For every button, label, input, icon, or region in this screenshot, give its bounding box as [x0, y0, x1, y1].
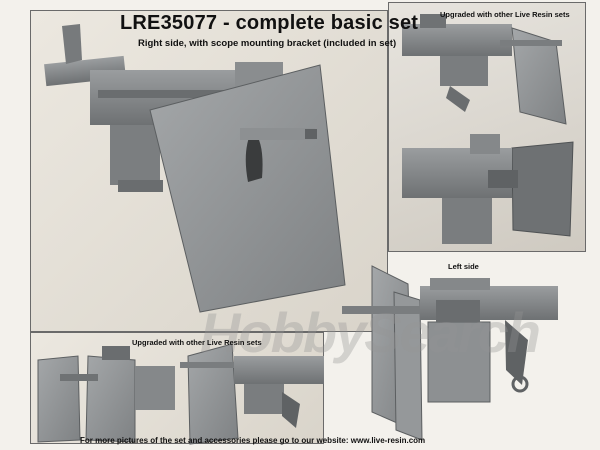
caption-upgraded-bottom-left: Upgraded with other Live Resin sets [132, 338, 262, 347]
caption-left-side: Left side [448, 262, 479, 271]
watermark-text: HobbySearch [200, 301, 541, 364]
main-weapon-model [44, 24, 346, 313]
bottom-left-upgraded-models [37, 343, 324, 445]
page-title: LRE35077 - complete basic set [120, 12, 419, 34]
top-right-upgraded-model [402, 14, 574, 244]
subtitle: Right side, with scope mounting bracket … [138, 38, 397, 49]
left-side-model [342, 265, 558, 441]
footer-text: For more pictures of the set and accesso… [80, 436, 426, 445]
caption-upgraded-top-right: Upgraded with other Live Resin sets [440, 10, 570, 19]
